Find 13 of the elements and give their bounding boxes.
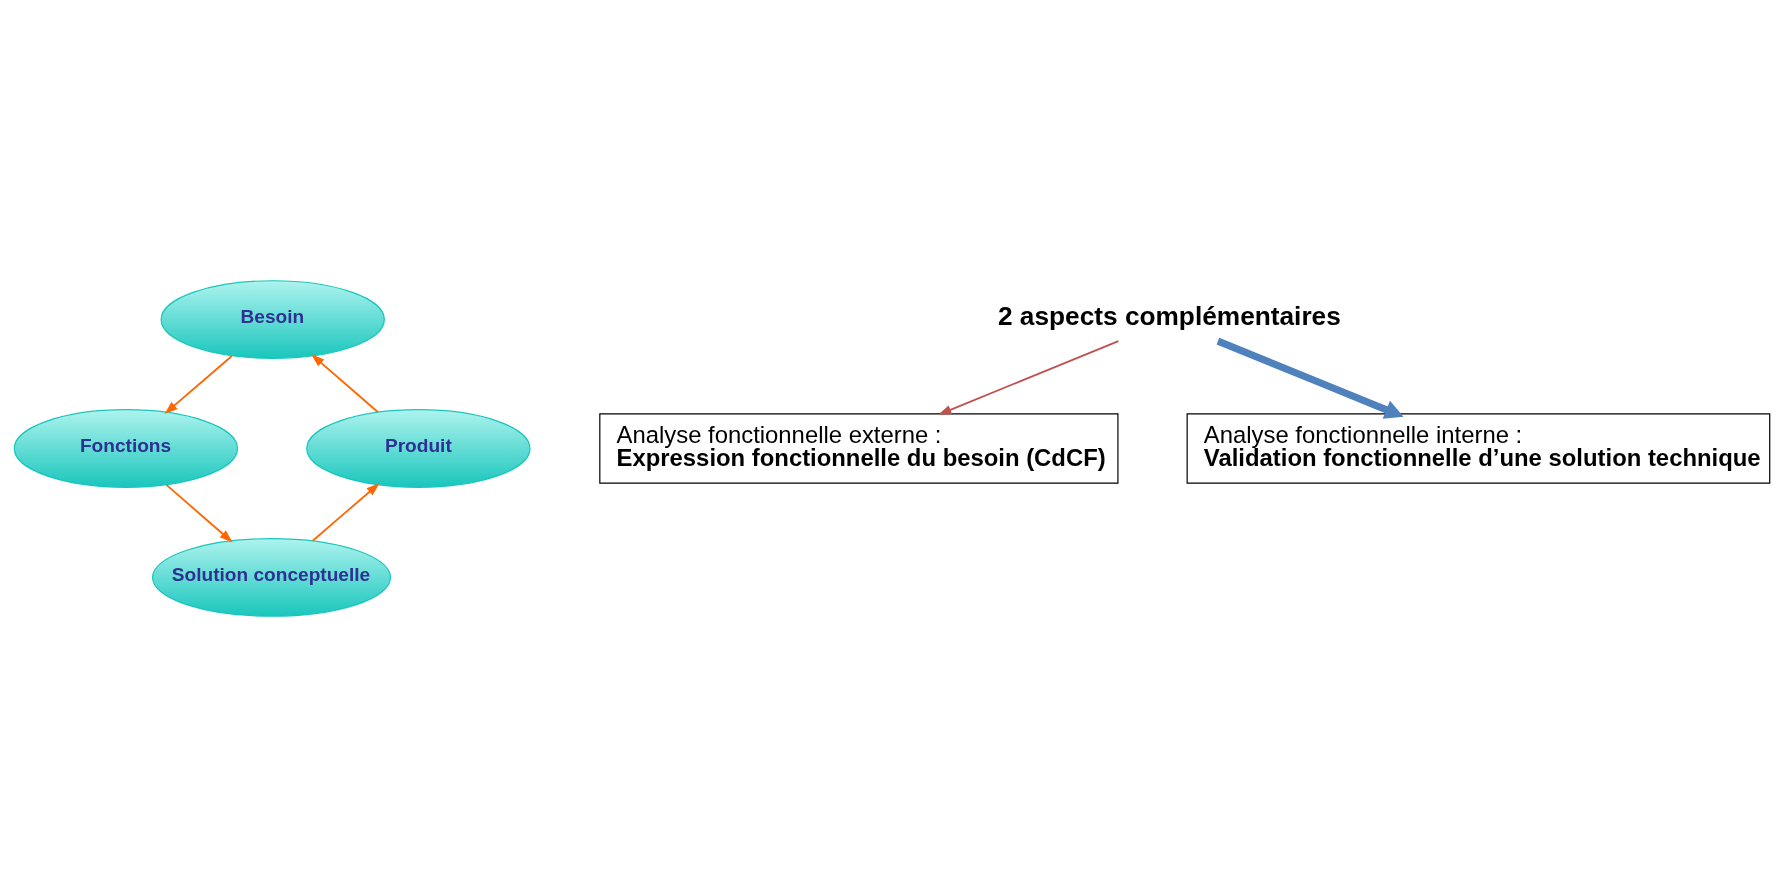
arrow — [310, 353, 379, 413]
node-ellipse: Solution conceptuelle — [151, 537, 391, 617]
arrow — [164, 354, 233, 414]
node-ellipse: Besoin — [160, 279, 385, 359]
node-box: Analyse fonctionnelle externe : Expression fonctionnelle du besoin (CdCF) — [598, 412, 1118, 484]
arrow — [165, 483, 233, 542]
node-ellipse: Fonctions — [13, 408, 238, 488]
arrow — [1216, 337, 1403, 419]
arrow — [311, 482, 380, 542]
node-ellipse: Produit — [305, 408, 531, 488]
node-box: Analyse fonctionnelle interne : Validation fonctionnelle d’une solution technique — [1186, 412, 1770, 484]
arrow — [937, 339, 1119, 415]
node-text: 2 aspects complémentaires — [997, 300, 1341, 331]
